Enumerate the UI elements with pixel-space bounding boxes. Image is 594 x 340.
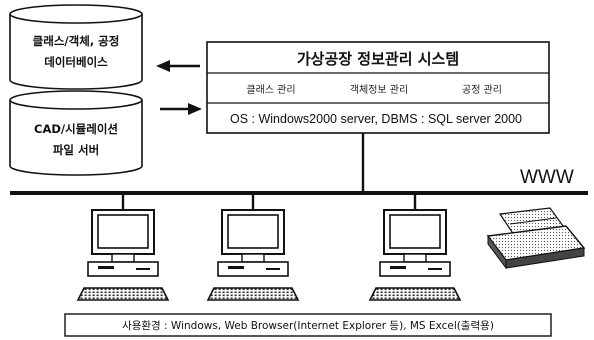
printer-icon: [486, 207, 586, 270]
database-2-line2: 파일 서버: [53, 143, 99, 157]
module-object-info-management: 객체정보 관리: [350, 84, 408, 96]
database-cylinder-class-object: 클래스/객체, 공정 데이터베이스: [9, 4, 143, 90]
computer-icon: [206, 209, 300, 301]
environment-text: 사용환경 : Windows, Web Browser(Internet Exp…: [122, 319, 494, 332]
environment-box: 사용환경 : Windows, Web Browser(Internet Exp…: [64, 313, 552, 337]
module-process-management: 공정 관리: [462, 84, 502, 96]
arrow-right-icon: [160, 103, 202, 115]
database-1-line1: 클래스/객체, 공정: [33, 34, 120, 48]
file-server-cylinder: CAD/시뮬레이션 파일 서버: [9, 90, 143, 176]
system-box: 가상공장 정보관리 시스템 클래스 관리 객체정보 관리 공정 관리 OS : …: [206, 41, 550, 134]
os-dbms-line: OS : Windows2000 server, DBMS : SQL serv…: [230, 112, 522, 126]
database-2-line1: CAD/시뮬레이션: [34, 122, 118, 136]
computer-icon: [368, 209, 462, 301]
database-1-line2: 데이터베이스: [44, 55, 108, 69]
system-title: 가상공장 정보관리 시스템: [297, 50, 459, 68]
arrow-left-icon: [156, 60, 200, 72]
computer-icon: [76, 209, 170, 301]
network-label: WWW: [520, 167, 574, 188]
module-class-management: 클래스 관리: [246, 84, 295, 96]
